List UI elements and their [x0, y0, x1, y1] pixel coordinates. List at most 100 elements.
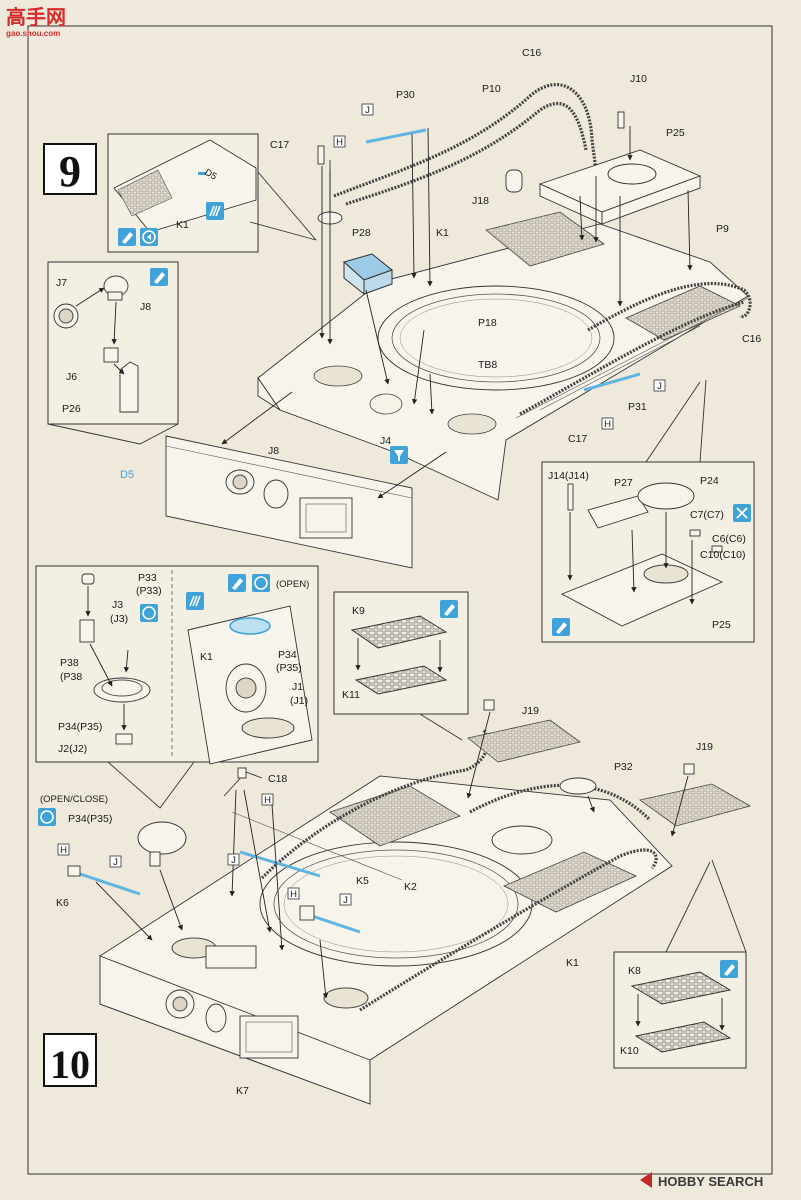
- rotate-icon: [140, 604, 158, 622]
- footer-brand: HOBBY SEARCH: [640, 1172, 763, 1189]
- label-c16-right: C16: [742, 333, 761, 345]
- j18-part: [505, 169, 523, 193]
- label-c16-top: C16: [522, 47, 541, 59]
- svg-text:J: J: [231, 855, 236, 866]
- k6-part: [73, 870, 141, 896]
- callout-j-k7: J: [339, 893, 352, 906]
- label-p9: P9: [716, 223, 729, 235]
- label-k1: K1: [436, 227, 449, 239]
- label-k7: K7: [236, 1085, 249, 1097]
- label-p18: P18: [478, 317, 497, 329]
- callout-j-k5: J: [227, 853, 240, 866]
- label-c17-top: C17: [270, 139, 289, 151]
- svg-text:P34(P35): P34(P35): [58, 721, 102, 733]
- svg-text:K10: K10: [620, 1045, 639, 1057]
- callout-h-k6: H: [57, 843, 70, 856]
- inset-k9-grille: K9 K11: [333, 591, 469, 741]
- svg-text:(P35): (P35): [276, 662, 302, 674]
- svg-text:K1: K1: [176, 219, 189, 231]
- inset-p25-detail: J14(J14) P27 P24 C7(C7) C6(C6) C10(C10) …: [541, 379, 755, 643]
- svg-text:J6: J6: [66, 371, 77, 383]
- label-c18: C18: [268, 773, 287, 785]
- svg-text:J1: J1: [292, 681, 303, 693]
- hull-deck-step9: [257, 211, 749, 501]
- label-k6: K6: [56, 897, 69, 909]
- p31-part: [583, 372, 641, 392]
- svg-text:K9: K9: [352, 605, 365, 617]
- label-tb8: TB8: [478, 359, 497, 371]
- label-p31: P31: [628, 401, 647, 413]
- label-p34-main: P34(P35): [68, 813, 112, 825]
- watermark-logo: 高手网 gao.shou.com: [6, 5, 66, 38]
- label-j18: J18: [472, 195, 489, 207]
- svg-text:K8: K8: [628, 965, 641, 977]
- callout-j-top: J: [361, 103, 374, 116]
- step-10: 10 P33 (P33) J3 (J3) P38 (P38 P34(P35) J…: [35, 565, 752, 1105]
- label-j4: J4: [380, 435, 391, 447]
- p28-part: [342, 253, 394, 296]
- svg-text:P25: P25: [712, 619, 731, 631]
- p30-part: [365, 128, 427, 144]
- label-k1-step10: K1: [566, 957, 579, 969]
- svg-text:C7(C7): C7(C7): [690, 509, 724, 521]
- svg-text:J14(J14): J14(J14): [548, 470, 589, 482]
- paint-brush-icon: [150, 268, 168, 286]
- front-plate: [165, 435, 413, 569]
- hull-deck-step10: [99, 775, 673, 1105]
- svg-text:K1: K1: [200, 651, 213, 663]
- remove-icon: [733, 504, 751, 522]
- svg-text:H: H: [264, 795, 271, 806]
- label-d5: D5: [120, 469, 134, 481]
- label-j10: J10: [630, 73, 647, 85]
- svg-text:H: H: [604, 419, 611, 430]
- svg-text:K11: K11: [342, 689, 360, 701]
- inset-k8-grille: K8 K10: [613, 859, 747, 1069]
- step-9-number: 9: [59, 147, 81, 196]
- callout-h-top: H: [333, 135, 346, 148]
- paint-brush-icon: [440, 600, 458, 618]
- page-border: [27, 25, 773, 1175]
- paint-brush-icon: [720, 960, 738, 978]
- label-p25: P25: [666, 127, 685, 139]
- paint-brush-icon: [118, 228, 136, 246]
- svg-text:J: J: [365, 105, 370, 116]
- step-10-box: [43, 1033, 97, 1087]
- paint-brush-icon: [228, 574, 246, 592]
- label-k2: K2: [404, 881, 417, 893]
- glue-icon: [390, 446, 408, 464]
- label-c17-bottom: C17: [568, 433, 587, 445]
- decal-icon: [206, 202, 224, 220]
- svg-text:HOBBY SEARCH: HOBBY SEARCH: [658, 1174, 763, 1189]
- inset-hatch: P33 (P33) J3 (J3) P38 (P38 P34(P35) J2(J…: [35, 565, 319, 809]
- svg-text:P34: P34: [278, 649, 297, 661]
- svg-text:J: J: [113, 857, 118, 868]
- svg-text:P38: P38: [60, 657, 79, 669]
- svg-text:J2(J2): J2(J2): [58, 743, 87, 755]
- svg-text:(J3): (J3): [110, 613, 128, 625]
- callout-h-k7: H: [287, 887, 300, 900]
- svg-text:J8: J8: [140, 301, 151, 313]
- svg-text:P33: P33: [138, 572, 157, 584]
- label-k5: K5: [356, 875, 369, 887]
- callout-j-right: J: [653, 379, 666, 392]
- k5-part: [239, 850, 321, 878]
- callout-j-k6: J: [109, 855, 122, 868]
- svg-text:P27: P27: [614, 477, 633, 489]
- inset-periscope: J7 J8 J6 P26: [47, 261, 179, 445]
- label-p28: P28: [352, 227, 371, 239]
- step-9-box: [43, 143, 97, 195]
- label-j8-main: J8: [268, 445, 279, 457]
- svg-text:J: J: [343, 895, 348, 906]
- callout-h-c18: H: [261, 793, 274, 806]
- svg-text:(P33): (P33): [136, 585, 162, 597]
- svg-text:P26: P26: [62, 403, 81, 415]
- svg-text:H: H: [336, 137, 343, 148]
- svg-text:H: H: [60, 845, 67, 856]
- svg-text:J3: J3: [112, 599, 123, 611]
- svg-text:J7: J7: [56, 277, 67, 289]
- svg-text:C6(C6): C6(C6): [712, 533, 746, 545]
- label-open-close: (OPEN/CLOSE): [40, 794, 108, 805]
- decal-icon: [186, 592, 204, 610]
- svg-text:J: J: [657, 381, 662, 392]
- label-p10: P10: [482, 83, 501, 95]
